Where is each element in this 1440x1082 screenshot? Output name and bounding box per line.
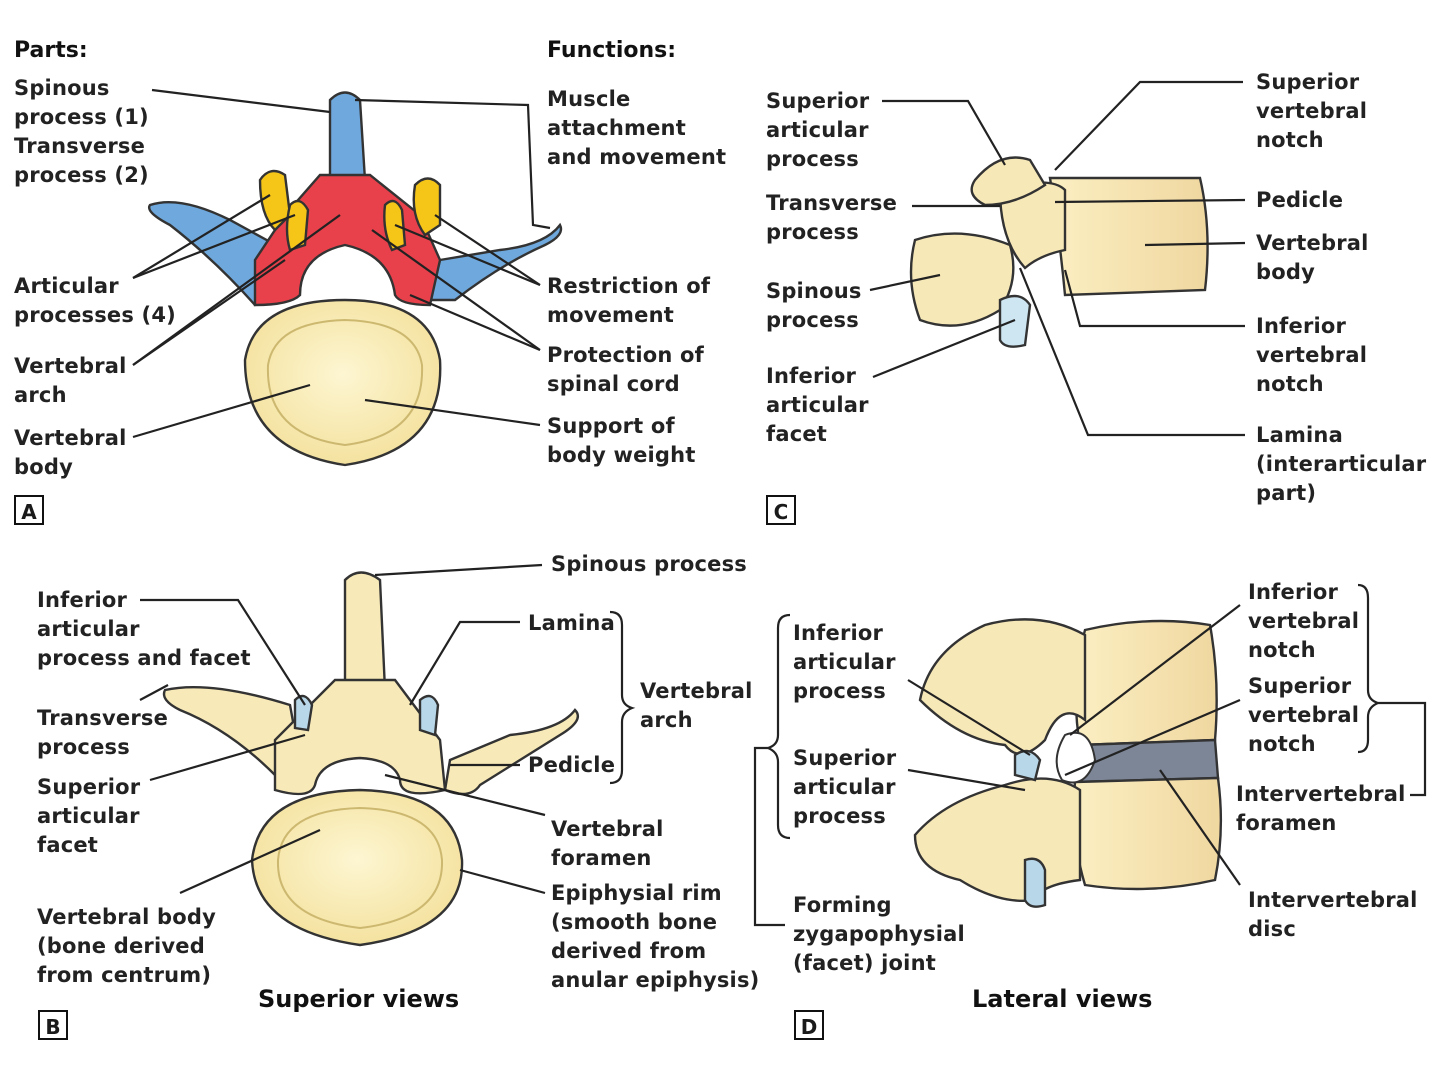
- panel-d-drawing: [913, 618, 1223, 908]
- articular-process-1: [258, 169, 292, 232]
- arch-b: [273, 678, 447, 796]
- label-superior-articular-facet-b: Superior articular facet: [37, 775, 141, 857]
- articular-process-3: [383, 199, 407, 252]
- vertebral-body-lateral: [1048, 176, 1209, 297]
- intervertebral-foramen-d: [1055, 731, 1097, 784]
- label-spinous-process-a: Spinous process (1): [14, 76, 149, 129]
- label-transverse-process-b: Transverse process: [37, 706, 169, 759]
- inferior-facet-right-b: [418, 694, 440, 737]
- spinous-process-b: [343, 571, 387, 692]
- panel-c-leaders: [869, 80, 1246, 437]
- label-pedicle-b: Pedicle: [528, 753, 616, 777]
- panel-letter-a: A: [14, 495, 44, 525]
- transverse-process-right: [428, 222, 563, 302]
- label-superior-vertebral-notch-d: Superior vertebral notch: [1248, 674, 1360, 756]
- transverse-process-right-b: [443, 708, 580, 796]
- label-spinous-process-c: Spinous process: [766, 279, 862, 332]
- panel-letter-d: D: [794, 1010, 824, 1040]
- label-lamina-b: Lamina: [528, 611, 615, 635]
- label-muscle-attachment: Muscle attachment and movement: [547, 87, 727, 169]
- transverse-process-left-b: [162, 685, 302, 777]
- spinous-process-lateral: [909, 232, 1015, 327]
- label-intervertebral-disc-d: Intervertebral disc: [1248, 888, 1418, 941]
- label-vertebral-body-c: Vertebral body: [1256, 231, 1369, 284]
- label-vertebral-foramen-b: Vertebral foramen: [551, 817, 664, 870]
- label-inferior-vertebral-notch-d: Inferior vertebral notch: [1248, 580, 1360, 662]
- panel-b-leaders: [139, 563, 636, 895]
- label-forming-facet-joint-d: Forming zygapophysial (facet) joint: [793, 893, 965, 975]
- label-inferior-articular-process-b: Inferior articular process and facet: [37, 588, 251, 670]
- label-protection: Protection of spinal cord: [547, 343, 704, 396]
- panel-a-drawing: [148, 91, 563, 467]
- body-inner-rim: [266, 318, 424, 447]
- vertebral-body-b: [250, 788, 464, 947]
- lower-vertebra-body-d: [1072, 776, 1223, 891]
- caption-superior-views: Superior views: [258, 985, 460, 1013]
- label-vertebral-body-b: Vertebral body (bone derived from centru…: [37, 905, 217, 987]
- label-transverse-process-a: Transverse process (2): [14, 134, 149, 187]
- panel-c-drawing: [909, 156, 1209, 348]
- articular-process-2: [285, 199, 310, 252]
- vertebral-body: [243, 298, 442, 467]
- inferior-facet-left-b: [293, 694, 314, 732]
- label-support: Support of body weight: [547, 414, 696, 467]
- articular-process-4: [412, 177, 442, 237]
- upper-posterior-elements-d: [918, 618, 1087, 755]
- label-epiphysial-rim-b: Epiphysial rim (smooth bone derived from…: [551, 881, 760, 992]
- functions-header: Functions:: [547, 38, 677, 63]
- label-superior-vertebral-notch-c: Superior vertebral notch: [1256, 70, 1368, 152]
- label-pedicle-c: Pedicle: [1256, 188, 1344, 212]
- facet-joint-d: [1013, 749, 1042, 782]
- label-vertebral-arch-a: Vertebral arch: [14, 354, 127, 407]
- parts-header: Parts:: [14, 38, 88, 63]
- label-superior-articular-process-c: Superior articular process: [766, 89, 870, 171]
- label-spinous-process-b: Spinous process: [551, 552, 747, 576]
- inferior-facet-d: [1023, 857, 1047, 908]
- label-inferior-articular-process-d: Inferior articular process: [793, 621, 896, 703]
- inferior-articular-facet-lateral: [998, 294, 1032, 348]
- panel-a-leaders: [132, 88, 551, 439]
- label-restriction: Restriction of movement: [547, 274, 711, 327]
- body-inner-b: [276, 806, 444, 930]
- label-vertebral-body-a: Vertebral body: [14, 426, 127, 479]
- lower-posterior-elements-d: [913, 777, 1082, 902]
- panel-b-drawing: [162, 571, 580, 947]
- label-inferior-vertebral-notch-c: Inferior vertebral notch: [1256, 314, 1368, 396]
- label-lamina-c: Lamina (interarticular part): [1256, 423, 1427, 505]
- label-articular-processes-a: Articular processes (4): [14, 274, 176, 327]
- label-inferior-articular-facet-c: Inferior articular facet: [766, 364, 869, 446]
- panel-letter-b: B: [38, 1010, 68, 1040]
- panel-letter-c: C: [766, 495, 796, 525]
- caption-lateral-views: Lateral views: [972, 985, 1153, 1013]
- panel-d-leaders: [753, 583, 1427, 927]
- label-intervertebral-foramen-d: Intervertebral foramen: [1236, 782, 1406, 835]
- label-transverse-process-c: Transverse process: [766, 191, 898, 244]
- label-vertebral-arch-b: Vertebral arch: [640, 679, 753, 732]
- label-superior-articular-process-d: Superior articular process: [793, 746, 897, 828]
- spinous-process: [328, 91, 367, 182]
